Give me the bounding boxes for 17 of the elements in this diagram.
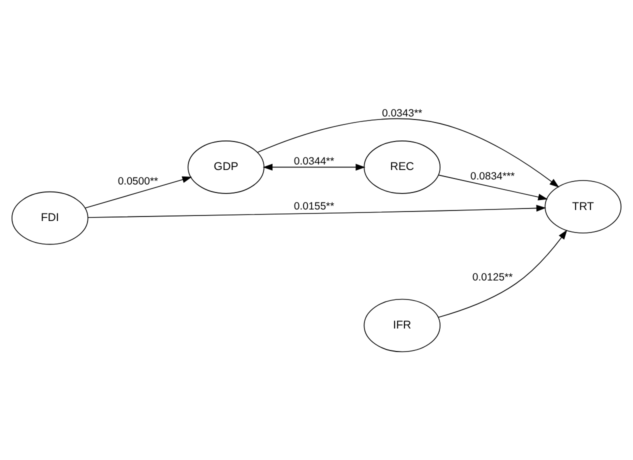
edge-label: 0.0155** [294, 200, 334, 213]
node-ellipse: GDP [188, 140, 264, 194]
node-ellipse: IFR [364, 298, 440, 352]
edge-label: 0.0344** [294, 155, 334, 168]
arrow [438, 174, 548, 200]
edge-label: 0.0343** [382, 108, 422, 120]
edge-label: 0.0834*** [470, 170, 515, 183]
node-ellipse: FDI [12, 191, 88, 245]
node-ellipse: TRT [544, 180, 622, 234]
edge-label: 0.0500** [118, 175, 158, 188]
arrow [257, 118, 560, 188]
arrow [262, 164, 366, 171]
edge-label: 0.0125** [472, 272, 513, 284]
node-ellipse: REC [364, 140, 440, 194]
arrow [438, 230, 568, 318]
arrow [88, 204, 546, 218]
arrow [84, 176, 192, 208]
